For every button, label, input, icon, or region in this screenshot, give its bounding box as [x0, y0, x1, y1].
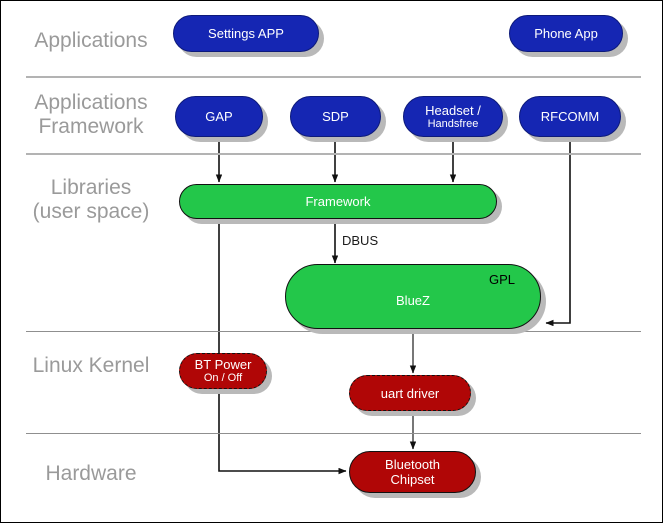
layer-label-hardware: Hardware: [45, 462, 137, 485]
separator-applications: [26, 76, 641, 78]
node-phone-app[interactable]: Phone App: [509, 15, 628, 57]
node-uart-driver[interactable]: uart driver: [349, 375, 476, 416]
node-framework[interactable]: Framework: [179, 184, 502, 224]
layer-label-applications-framework: Applications Framework: [34, 91, 148, 138]
node-body: [403, 96, 503, 137]
node-sublabel: Handsfree: [427, 117, 479, 130]
node-label: BT Power: [194, 357, 252, 372]
layer-label-libraries: Libraries (user space): [32, 176, 150, 223]
node-sublabel: Chipset: [390, 472, 435, 487]
node-label: Phone App: [534, 26, 598, 41]
node-label: SDP: [322, 109, 349, 124]
node-label: GAP: [205, 109, 233, 124]
separator-applications-framework: [26, 153, 641, 155]
node-label: BlueZ: [396, 293, 430, 308]
node-bt-power[interactable]: BT Power On / Off: [179, 353, 272, 394]
edge-rfcomm-to-bluez: [545, 137, 571, 327]
node-body: [175, 96, 263, 137]
node-body: [519, 96, 621, 137]
node-body: [173, 15, 319, 52]
layer-label-applications: Applications: [34, 29, 148, 52]
node-sdp[interactable]: SDP: [290, 96, 386, 142]
node-body: [179, 184, 497, 219]
node-settings-app[interactable]: Settings APP: [173, 15, 324, 57]
node-body: [349, 451, 476, 493]
separator-linux-kernel: [26, 433, 641, 434]
node-body: [349, 375, 471, 411]
node-label: uart driver: [380, 385, 440, 401]
node-rfcomm[interactable]: RFCOMM: [519, 96, 626, 142]
node-bluez[interactable]: GPL BlueZ: [285, 264, 546, 334]
layer-label-linux-kernel: Linux Kernel: [32, 354, 150, 377]
node-sublabel: On / Off: [203, 372, 243, 384]
node-bluetooth-chipset[interactable]: Bluetooth Chipset: [349, 451, 481, 498]
node-label: Headset /: [425, 102, 481, 118]
edge-label-dbus: DBUS: [342, 233, 379, 248]
node-gap[interactable]: GAP: [175, 96, 268, 142]
node-label: RFCOMM: [540, 109, 600, 124]
node-label: Bluetooth: [385, 457, 440, 472]
node-body: [509, 15, 623, 52]
node-license-note: GPL: [488, 272, 515, 287]
node-label: Framework: [305, 194, 371, 209]
node-label: Settings APP: [208, 26, 284, 41]
node-body: [290, 96, 381, 137]
node-headset-handsfree[interactable]: Headset / Handsfree: [403, 96, 508, 142]
